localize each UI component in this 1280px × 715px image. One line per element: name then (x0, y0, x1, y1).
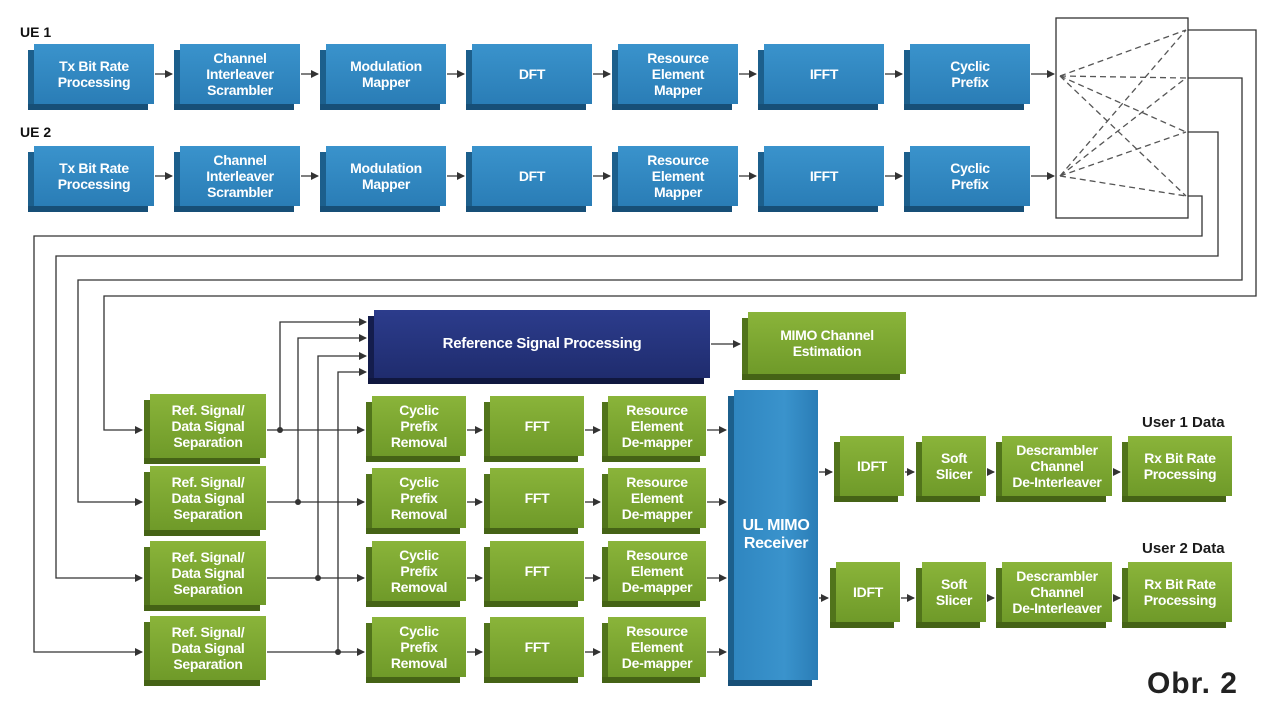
wire (33, 195, 1203, 656)
fft-block-3: FFT (484, 541, 584, 607)
ue2-dft-block: DFT (466, 146, 592, 212)
ue2-ifft-block: IFFT (758, 146, 884, 212)
junction-dot (277, 427, 283, 433)
figure-label: Obr. 2 (1146, 667, 1238, 700)
user2-idft-block: IDFT (830, 562, 900, 628)
ue1-dft-block: DFT (466, 44, 592, 110)
junction-dot (335, 649, 341, 655)
wire (103, 29, 1257, 434)
junction-dot (315, 575, 321, 581)
user2-data-label: User 2 Data (1142, 540, 1225, 557)
junction-dot (295, 499, 301, 505)
wire (337, 368, 367, 652)
wire (279, 318, 367, 430)
wire (55, 131, 1219, 582)
user1-data-label: User 1 Data (1142, 414, 1225, 431)
ue1-label: UE 1 (20, 24, 52, 40)
fft-block-4: FFT (484, 617, 584, 683)
ue2-label: UE 2 (20, 124, 52, 140)
wire (77, 77, 1243, 506)
reference-signal-processing-block: Reference Signal Processing (368, 310, 710, 384)
ue1-ifft-block: IFFT (758, 44, 884, 110)
fft-block-2: FFT (484, 468, 584, 534)
user1-idft-block: IDFT (834, 436, 904, 502)
wire (297, 334, 367, 502)
wire (317, 352, 367, 578)
fft-block-1: FFT (484, 396, 584, 462)
channel-box (1055, 17, 1189, 219)
